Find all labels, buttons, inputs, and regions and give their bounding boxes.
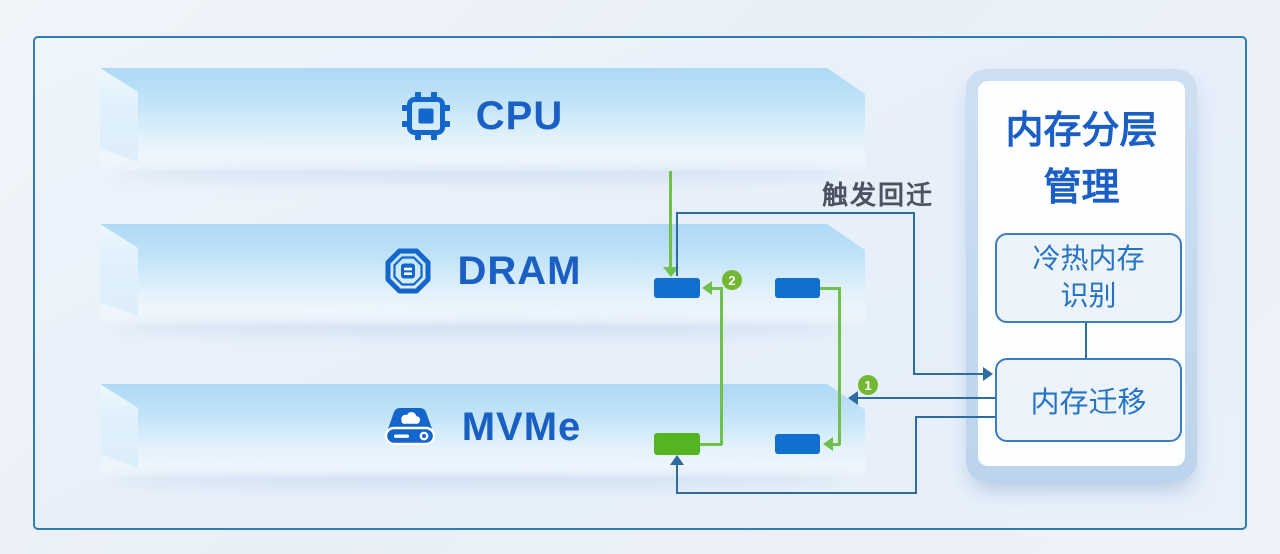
step-badge-1: 1 xyxy=(858,375,878,395)
tier-content-dram: DRAM xyxy=(100,224,865,318)
hot-cold-identify-line2: 识别 xyxy=(1060,280,1117,311)
hot-cold-identify-box: 冷热内存 识别 xyxy=(995,233,1182,323)
arrow-left-icon xyxy=(848,391,858,405)
cpu-access-line xyxy=(669,171,672,268)
panel-title-line1: 内存分层 xyxy=(1005,110,1158,152)
cpu-bar-shadow xyxy=(110,168,845,180)
nvme-storage-icon xyxy=(384,403,436,451)
panel-connector-line xyxy=(1085,319,1087,359)
promote-command-line-down xyxy=(915,416,917,494)
promote-line-bottom xyxy=(700,443,722,446)
trigger-line-down xyxy=(913,212,915,375)
demote-line-bottom xyxy=(832,443,840,446)
arrow-up-icon xyxy=(670,455,684,465)
tier-bar-dram: DRAM xyxy=(100,224,865,324)
panel-title: 内存分层 管理 xyxy=(979,103,1184,217)
trigger-line-into-box xyxy=(913,373,984,375)
tier-label-cpu: CPU xyxy=(475,93,564,138)
cpu-chip-icon xyxy=(402,92,450,140)
memory-block-dram-cold xyxy=(775,278,820,298)
tier-bar-cpu: CPU xyxy=(100,68,865,170)
promote-line-top xyxy=(711,287,722,290)
promote-command-line-top xyxy=(915,416,997,418)
arrow-left-icon xyxy=(702,281,712,295)
memory-block-nvme-cold xyxy=(775,434,820,454)
demote-command-line xyxy=(857,397,997,399)
promote-command-line-up xyxy=(676,464,678,494)
tier-bar-mvme: MVMe xyxy=(100,384,865,476)
promote-command-line-across xyxy=(676,492,917,494)
demote-line-top xyxy=(819,287,840,290)
memory-block-nvme-hot xyxy=(654,433,700,455)
mvme-bar-shadow xyxy=(110,474,845,486)
trigger-line-up xyxy=(676,213,678,276)
tier-label-dram: DRAM xyxy=(457,248,582,293)
trigger-writeback-label: 触发回迁 xyxy=(822,180,935,210)
trigger-line-across xyxy=(676,212,915,214)
arrow-left-icon xyxy=(823,437,833,451)
memory-migrate-box: 内存迁移 xyxy=(995,358,1182,442)
panel-title-line2: 管理 xyxy=(1043,167,1120,209)
hot-cold-identify-line1: 冷热内存 xyxy=(1032,243,1145,275)
arrow-down-icon xyxy=(663,267,679,277)
dram-chip-icon xyxy=(384,247,432,295)
memory-block-dram-hot xyxy=(654,278,700,298)
dram-bar-shadow xyxy=(110,322,845,334)
arrow-right-icon xyxy=(983,367,993,381)
promote-line-vertical xyxy=(720,287,723,445)
memory-migrate-label: 内存迁移 xyxy=(1030,387,1147,419)
step-badge-2: 2 xyxy=(722,270,742,290)
tier-content-cpu: CPU xyxy=(100,68,865,164)
tier-label-mvme: MVMe xyxy=(461,404,582,449)
demote-line-vertical xyxy=(838,287,841,445)
tier-content-mvme: MVMe xyxy=(100,384,865,470)
